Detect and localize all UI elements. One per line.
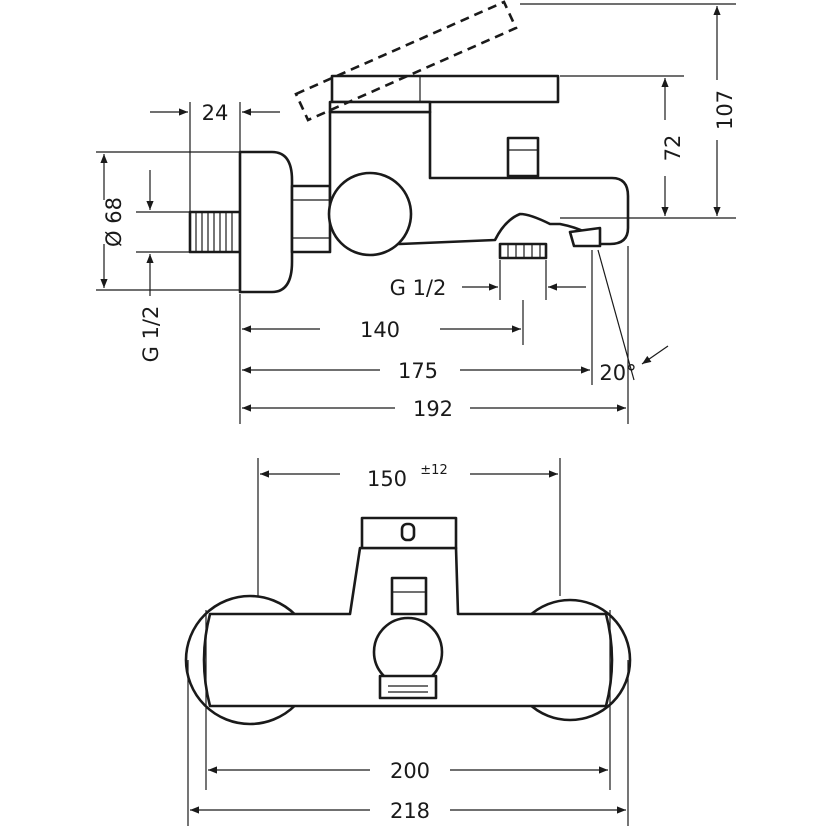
spout-aerator	[568, 226, 602, 248]
lever-raised-position	[294, 0, 518, 122]
side-view: 24 Ø 68 G 1/2 G 1/2 140 175 192	[96, 0, 737, 424]
cartridge-housing	[327, 171, 413, 257]
front-diverter-pin	[390, 576, 428, 616]
dim-140: 140	[360, 318, 400, 342]
dim-g12-inlet: G 1/2	[139, 306, 163, 363]
dim-72: 72	[661, 135, 685, 162]
dim-175: 175	[398, 359, 438, 383]
dim-200: 200	[390, 759, 430, 783]
outlet-thread	[498, 242, 548, 260]
inlet-thread	[188, 210, 242, 254]
front-diverter-knob	[360, 516, 458, 550]
dim-218: 218	[390, 799, 430, 823]
dim-angle: 20°	[599, 361, 636, 385]
hex-nut	[290, 184, 332, 254]
dim-24: 24	[202, 101, 229, 125]
dim-68: Ø 68	[102, 197, 126, 247]
diverter-knob	[506, 136, 540, 178]
dim-150: 150	[367, 467, 407, 491]
lever-handle	[330, 74, 560, 104]
dim-g12-outlet: G 1/2	[390, 276, 447, 300]
lever-base	[328, 100, 432, 114]
dim-150-tolerance: ±12	[420, 463, 447, 478]
front-outlet	[378, 674, 438, 700]
wall-flange	[238, 150, 294, 294]
front-view: 150 ±12 200 218	[184, 458, 632, 826]
dim-107: 107	[713, 90, 737, 130]
dim-192: 192	[413, 397, 453, 421]
